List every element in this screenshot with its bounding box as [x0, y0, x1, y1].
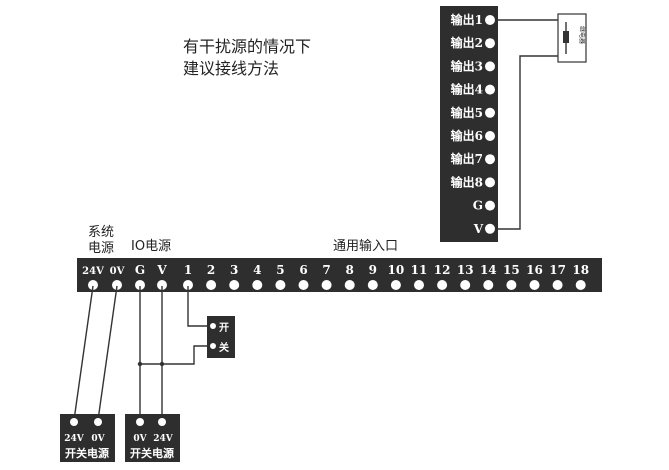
switch-label-1: 开: [219, 322, 229, 334]
main-terminal-label: G: [135, 263, 145, 277]
main-terminal-hole[interactable]: [367, 280, 378, 290]
main-board-body: [77, 258, 602, 292]
output-terminal-label: 输出4: [451, 82, 483, 97]
main-terminal-label: 10: [388, 263, 405, 277]
main-terminal-label: 2: [207, 263, 215, 277]
wire-24v-to-psu: [73, 285, 94, 421]
power-supply-left-label: 开关电源: [65, 446, 109, 460]
main-terminal-label: 9: [369, 263, 377, 277]
power-supply-right-terminal-24v: 24V: [153, 434, 174, 444]
diagram-title-line-2: 建议接线方法: [183, 59, 279, 78]
system-power-label-line-1: 系统: [88, 225, 114, 240]
main-terminal-label: 12: [434, 263, 451, 277]
output-terminal-hole[interactable]: [485, 15, 495, 25]
main-terminal-hole[interactable]: [275, 280, 286, 290]
power-supply-right: 0V 24V 开关电源: [125, 414, 180, 462]
main-terminal-label: 14: [480, 263, 497, 277]
main-terminal-label: 5: [276, 263, 284, 277]
diagram-title-line-1: 有干扰源的情况下: [183, 37, 311, 56]
output-terminal-hole[interactable]: [485, 200, 495, 211]
output-terminal-hole[interactable]: [485, 107, 495, 118]
wire-0v-to-psu: [97, 285, 118, 421]
main-terminal-label: 3: [230, 263, 238, 277]
main-terminal-hole[interactable]: [252, 280, 263, 290]
main-terminal-hole[interactable]: [206, 280, 217, 290]
power-supply-left-terminal-0v: 0V: [91, 434, 105, 444]
output-terminal-hole[interactable]: [485, 131, 495, 141]
main-terminal-hole[interactable]: [321, 280, 332, 290]
io-power-label: IO电源: [131, 239, 171, 254]
output-terminal-label: G: [473, 199, 483, 213]
output-terminal-label: 输出7: [451, 151, 483, 166]
output-terminal-hole[interactable]: [485, 38, 495, 49]
power-supply-right-body: [125, 414, 180, 462]
main-terminal-label: 6: [299, 263, 307, 277]
output-terminal-hole[interactable]: [485, 154, 495, 165]
main-terminal-label: 15: [503, 263, 520, 277]
main-terminal-hole[interactable]: [552, 280, 563, 290]
main-terminal-label: 13: [457, 263, 474, 277]
main-terminal-label: 16: [526, 263, 543, 277]
main-terminal-label: 8: [346, 263, 354, 277]
main-terminal-hole[interactable]: [112, 280, 122, 290]
power-supply-left-body: [60, 414, 115, 462]
output-terminal-label: 输出3: [451, 58, 483, 73]
output-terminal-label: 输出5: [451, 105, 483, 120]
power-supply-left-terminal-24v: 24V: [64, 434, 85, 444]
general-input-label: 通用输入口: [333, 238, 398, 254]
main-terminal-hole[interactable]: [437, 280, 448, 290]
main-terminal-hole[interactable]: [183, 280, 193, 290]
output-terminal-label: 输出8: [451, 174, 483, 189]
power-supply-right-label: 开关电源: [130, 446, 174, 460]
main-terminal-label: 1: [184, 263, 192, 277]
main-terminal-label: 18: [572, 263, 589, 277]
main-terminal-hole[interactable]: [460, 280, 471, 290]
main-terminal-hole[interactable]: [298, 280, 309, 290]
power-supply-right-terminal-0v: 0V: [133, 434, 147, 444]
output-terminal-label: 输出2: [451, 35, 483, 50]
output-terminal-label: 输出1: [451, 12, 483, 27]
wire-outputV-to-relay: [497, 55, 558, 230]
main-terminal-label: V: [156, 263, 167, 277]
relay-coil-icon: [563, 31, 569, 43]
output-terminal-label: V: [473, 222, 484, 236]
output-terminal-hole[interactable]: [485, 61, 495, 72]
main-terminal-label: 4: [253, 263, 261, 277]
main-terminal-hole[interactable]: [390, 280, 401, 290]
main-terminal-hole[interactable]: [506, 280, 517, 290]
switch-label-2: 关: [219, 341, 229, 354]
wire-switch-to-v: [160, 345, 207, 365]
main-terminal-hole[interactable]: [88, 280, 98, 290]
main-terminal-label: 0V: [110, 266, 125, 277]
relay-label: 继电器: [578, 26, 586, 44]
output-terminal-label: 输出6: [451, 128, 483, 143]
main-terminal-hole[interactable]: [575, 280, 586, 290]
main-terminal-label: 17: [549, 263, 566, 277]
main-terminal-label: 24V: [82, 266, 104, 277]
main-terminal-hole[interactable]: [157, 280, 167, 290]
switch-body: [207, 316, 235, 358]
switch: 开 关: [207, 316, 235, 358]
power-supply-left: 24V 0V 开关电源: [60, 414, 115, 462]
relay: 继电器: [557, 13, 587, 63]
main-terminal-hole[interactable]: [414, 280, 424, 290]
main-terminal-hole[interactable]: [344, 280, 355, 290]
wire-input1-to-switch: [187, 286, 207, 327]
relay-body: [557, 13, 587, 63]
main-terminal-hole[interactable]: [135, 280, 145, 290]
output-terminal-hole[interactable]: [485, 84, 495, 95]
main-terminal-hole[interactable]: [483, 280, 494, 290]
output-terminal-hole[interactable]: [485, 223, 495, 234]
main-terminal-label: 11: [411, 263, 428, 277]
main-terminal-hole[interactable]: [229, 280, 240, 290]
system-power-label-line-2: 电源: [88, 241, 114, 256]
output-terminal-hole[interactable]: [485, 177, 495, 188]
main-terminal-label: 7: [322, 263, 330, 277]
main-terminal-hole[interactable]: [529, 280, 540, 290]
